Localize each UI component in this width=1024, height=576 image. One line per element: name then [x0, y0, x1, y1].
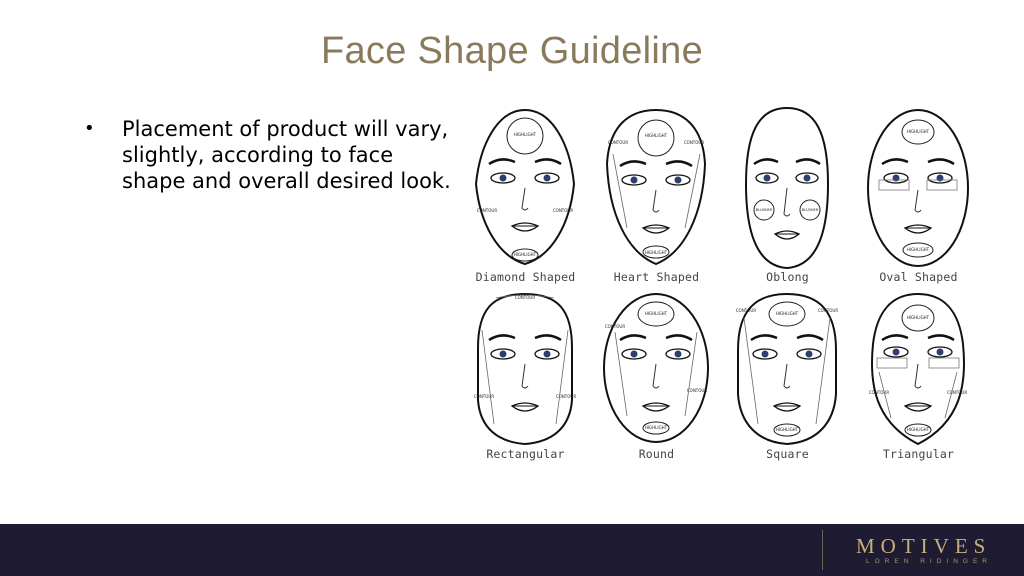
face-diamond-shaped-illustration: HIGHLIGHT CONTOUR CONTOUR HIGHLIGHT [474, 108, 576, 266]
zone-label: CONTOUR [736, 308, 756, 313]
face-round: HIGHLIGHT CONTOUR CONTOUR HIGHLIGHT Roun… [593, 288, 720, 468]
face-label: Oval Shaped [879, 270, 958, 284]
face-label: Heart Shaped [613, 270, 700, 284]
face-label: Rectangular [486, 447, 565, 461]
zone-label: HIGHLIGHT [907, 427, 930, 432]
zone-label: CONTOUR [608, 140, 628, 145]
face-triangular-illustration: HIGHLIGHT CONTOUR CONTOUR HIGHLIGHT [869, 292, 967, 446]
zone-label: CONTOUR [605, 324, 625, 329]
bullet-text: Placement of product will vary, slightly… [122, 117, 451, 193]
zone-label: HIGHLIGHT [514, 252, 537, 257]
zone-label: CONTOUR [684, 140, 704, 145]
face-label: Triangular [882, 447, 955, 461]
face-rectangular: CONTOUR CONTOUR CONTOUR Rectangular [462, 288, 589, 468]
face-label: Oblong [766, 270, 809, 284]
footer-bar [0, 524, 1024, 576]
face-triangular: HIGHLIGHT CONTOUR CONTOUR HIGHLIGHT Tria… [855, 288, 982, 468]
face-label: Diamond Shaped [475, 270, 576, 284]
zone-label: CONTOUR [474, 394, 494, 399]
face-label: Square [766, 447, 809, 461]
zone-label: CONTOUR [947, 390, 967, 395]
zone-label: HIGHLIGHT [907, 129, 930, 134]
zone-label: HIGHLIGHT [645, 311, 668, 316]
face-heart-shaped-illustration: HIGHLIGHT CONTOUR CONTOUR HIGHLIGHT [605, 108, 707, 266]
zone-label: CONTOUR [556, 394, 576, 399]
face-oblong-illustration: BLUSHER BLUSHER [744, 106, 830, 270]
brand-divider [822, 530, 823, 570]
brand-logo: MOTIVES [856, 534, 992, 558]
zone-label: CONTOUR [515, 295, 535, 300]
face-square-illustration: HIGHLIGHT CONTOUR CONTOUR HIGHLIGHT [736, 292, 838, 446]
zone-label: HIGHLIGHT [776, 311, 799, 316]
face-rectangular-illustration: CONTOUR CONTOUR CONTOUR [474, 292, 576, 446]
zone-label: HIGHLIGHT [645, 250, 668, 255]
zone-label: HIGHLIGHT [514, 132, 537, 137]
bullet-list: • Placement of product will vary, slight… [84, 116, 464, 194]
zone-label: CONTOUR [869, 390, 889, 395]
zone-label: HIGHLIGHT [776, 427, 799, 432]
zone-label: BLUSHER [802, 208, 819, 212]
zone-label: CONTOUR [818, 308, 838, 313]
zone-label: BLUSHER [756, 208, 773, 212]
zone-label: CONTOUR [553, 208, 573, 213]
zone-label: HIGHLIGHT [645, 133, 668, 138]
face-label: Round [638, 447, 675, 461]
zone-label: HIGHLIGHT [907, 247, 930, 252]
zone-label: HIGHLIGHT [645, 425, 668, 430]
face-shape-chart: HIGHLIGHT CONTOUR CONTOUR HIGHLIGHT Diam… [462, 104, 972, 464]
face-oval-shaped: HIGHLIGHT HIGHLIGHT Oval Shaped [855, 104, 982, 284]
brand-tagline: LOREN RIDINGER [866, 558, 992, 565]
face-diamond-shaped: HIGHLIGHT CONTOUR CONTOUR HIGHLIGHT Diam… [462, 104, 589, 284]
face-round-illustration: HIGHLIGHT CONTOUR CONTOUR HIGHLIGHT [603, 293, 709, 443]
zone-label: HIGHLIGHT [907, 315, 930, 320]
bullet-item: • Placement of product will vary, slight… [84, 116, 464, 194]
face-square: HIGHLIGHT CONTOUR CONTOUR HIGHLIGHT Squa… [724, 288, 851, 468]
face-oval-shaped-illustration: HIGHLIGHT HIGHLIGHT [867, 109, 969, 267]
face-heart-shaped: HIGHLIGHT CONTOUR CONTOUR HIGHLIGHT Hear… [593, 104, 720, 284]
zone-label: CONTOUR [687, 388, 707, 393]
zone-label: CONTOUR [477, 208, 497, 213]
face-oblong: BLUSHER BLUSHER Oblong [724, 104, 851, 284]
bullet-marker: • [84, 118, 95, 139]
slide-title: Face Shape Guideline [320, 30, 704, 72]
